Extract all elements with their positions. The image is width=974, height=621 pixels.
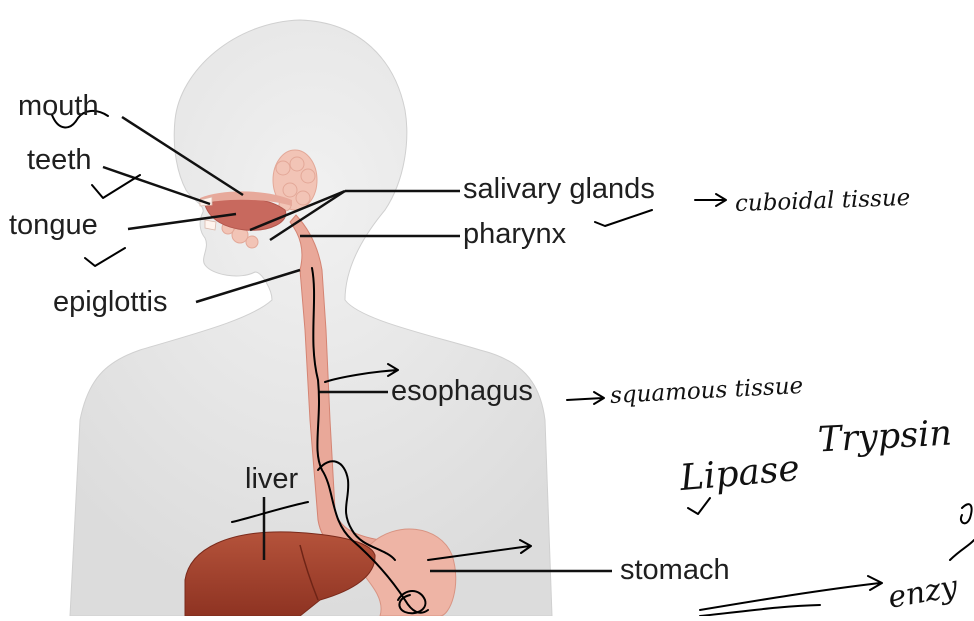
note-trypsin: Trypsin xyxy=(817,417,953,459)
salivary-arrow xyxy=(695,194,726,206)
label-epiglottis: epiglottis xyxy=(53,288,167,317)
label-pharynx: pharynx xyxy=(463,220,566,249)
salivary-tick xyxy=(595,210,652,226)
label-mouth: mouth xyxy=(18,92,99,121)
edge-scribble-1 xyxy=(961,504,972,523)
edge-scribble-2 xyxy=(950,540,974,560)
label-salivary-glands: salivary glands xyxy=(463,175,655,204)
teeth-tick xyxy=(92,175,140,198)
label-esophagus: esophagus xyxy=(391,377,533,406)
note-lipase: Lipase xyxy=(679,451,801,497)
label-liver: liver xyxy=(245,465,298,494)
tongue-tick xyxy=(85,248,125,266)
label-stomach: stomach xyxy=(620,556,730,585)
label-teeth: teeth xyxy=(27,146,92,175)
label-tongue: tongue xyxy=(9,211,98,240)
note-salivary-tissue: cuboidal tissue xyxy=(735,187,911,216)
lipase-tick xyxy=(688,498,710,514)
esophagus-note-arrow xyxy=(567,392,604,404)
